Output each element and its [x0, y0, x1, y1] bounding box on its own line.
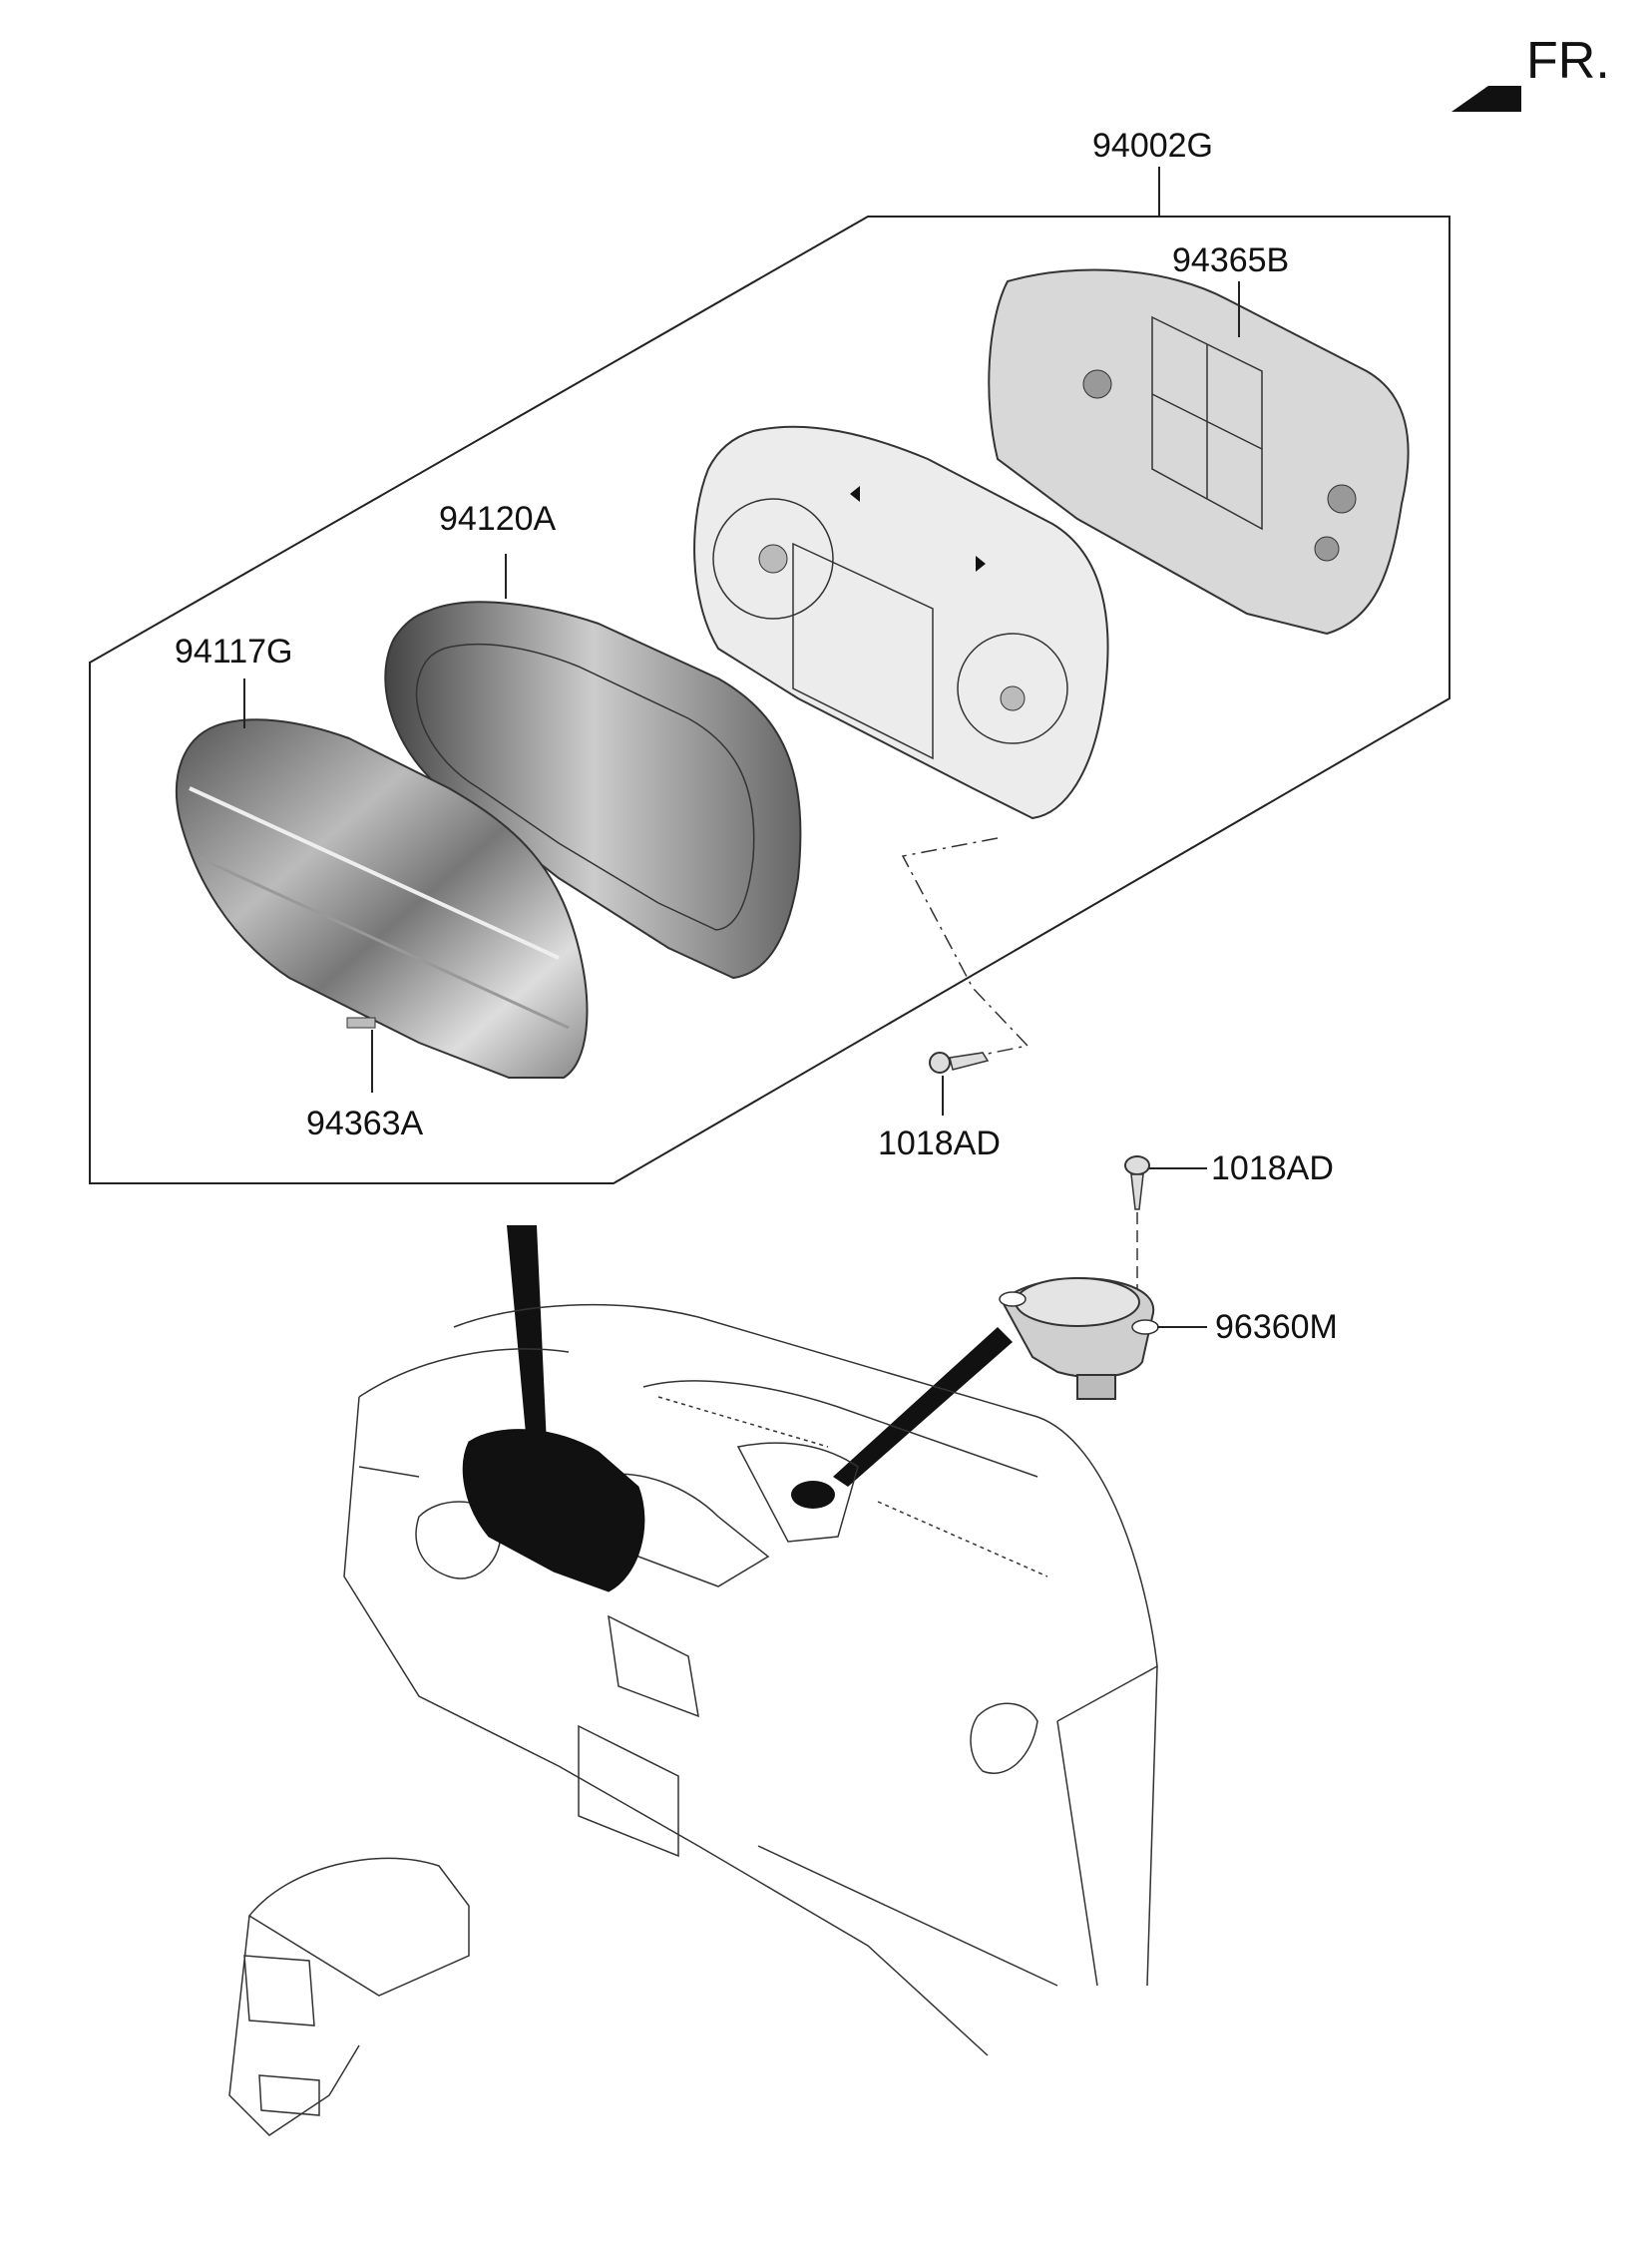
- label-screw-cluster: 1018AD: [878, 1125, 1001, 1162]
- label-screw-speaker: 1018AD: [1211, 1149, 1334, 1187]
- callout-wedge-speaker: [833, 1327, 1013, 1487]
- speaker-part: [999, 1277, 1159, 1400]
- label-speaker: 96360M: [1215, 1308, 1338, 1346]
- screw-path-cluster: [901, 837, 1030, 1064]
- label-rear-cover: 94365B: [1172, 241, 1289, 279]
- assembly-boundary: [89, 216, 1450, 1184]
- screw-speaker-part: [1124, 1155, 1150, 1210]
- speaker-location-highlight: [791, 1481, 835, 1509]
- label-clip: 94363A: [306, 1105, 424, 1142]
- screw-cluster-part: [929, 1052, 990, 1074]
- front-label: FR.: [1526, 32, 1610, 90]
- dashboard-illustration: [228, 1303, 1158, 2136]
- cluster-location-highlight: [462, 1429, 645, 1592]
- window-glass-part: [175, 718, 589, 1079]
- clip-part: [346, 1017, 376, 1029]
- label-window-glass: 94117G: [175, 633, 292, 671]
- display-panel-part: [693, 425, 1109, 820]
- label-cluster-assembly: 94002G: [1092, 127, 1213, 165]
- mask-bezel-part: [384, 601, 802, 980]
- callout-wedge-cluster: [507, 1225, 547, 1445]
- rear-cover-part: [988, 268, 1410, 636]
- label-mask: 94120A: [439, 500, 557, 538]
- front-direction-marker: FR.: [1451, 32, 1610, 112]
- front-arrow-icon: [1451, 86, 1521, 112]
